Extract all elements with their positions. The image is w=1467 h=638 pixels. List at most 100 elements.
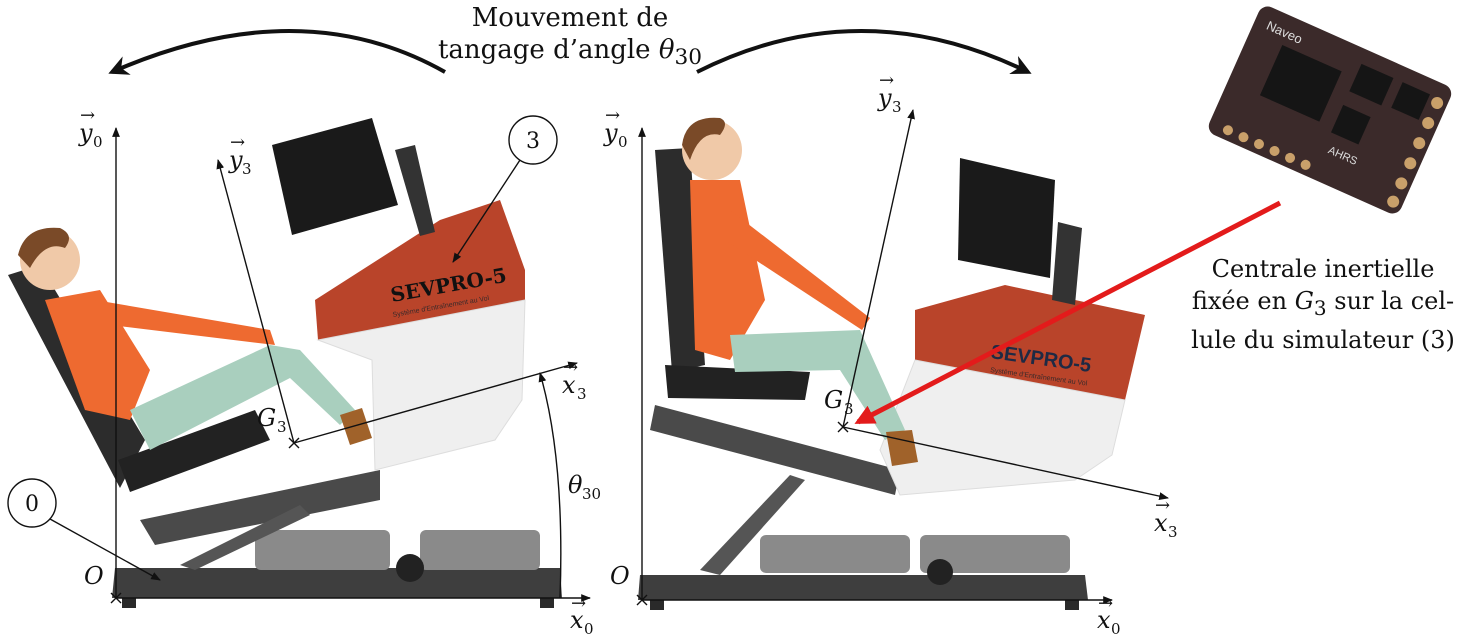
motion-title-sub: 30: [674, 45, 703, 71]
part-0-circle: [7, 478, 57, 528]
left-person-hair: [18, 227, 69, 268]
imu-caption-var: G: [1294, 287, 1314, 315]
motion-title-symbol: θ: [658, 35, 675, 65]
imu-main-ic: [1259, 44, 1342, 122]
right-seat-base: [665, 365, 810, 400]
right-base-foot-1: [650, 600, 664, 610]
right-G3-mark: [837, 421, 849, 433]
left-label-x0: x: [570, 606, 584, 634]
left-label-x3-sub: 3: [577, 385, 587, 403]
left-label-y0-sub: 0: [93, 133, 103, 151]
right-actuator-1: [760, 535, 910, 573]
right-label-y0: y: [603, 119, 618, 147]
imu-ic-4: [1331, 104, 1371, 145]
left-label-x3-arrow: →: [563, 357, 578, 378]
left-screen-arm: [395, 145, 435, 236]
left-label-angle: θ: [568, 471, 583, 499]
right-base-plate: [638, 575, 1088, 600]
left-label-x0-sub: 0: [584, 620, 594, 638]
right-screen-arm: [1052, 222, 1082, 305]
left-person-torso: [45, 290, 150, 420]
right-person-hair: [682, 117, 725, 160]
left-label-G3-sub: 3: [277, 418, 287, 436]
imu-pads-bottom: [1222, 125, 1311, 170]
motion-title: Mouvement de tangage d’angle θ30: [420, 2, 720, 74]
right-person-legs: [730, 330, 905, 440]
left-label-y0: y: [78, 119, 93, 147]
right-wheel: [927, 559, 953, 585]
imu-caption-line2-post: sur la cel-: [1334, 287, 1455, 315]
right-origin-mark: [636, 594, 648, 606]
imu-ic-2: [1349, 63, 1394, 106]
right-axes: [636, 109, 1169, 606]
imu-caption-line3: lule du simulateur (3): [1191, 325, 1455, 354]
part-3-label: 3: [526, 129, 540, 154]
left-label-x3: x: [562, 371, 576, 399]
left-frame: [140, 470, 380, 545]
right-label-x3-sub: 3: [1168, 523, 1178, 541]
imu-board: [1208, 6, 1452, 214]
right-label-G3-sub: 3: [844, 400, 854, 418]
left-label-y3: y: [228, 146, 243, 174]
right-labels: y 0 → x 0 → y 3 → x 3 → G 3 O: [603, 70, 1178, 638]
left-cabin-red: [315, 200, 525, 340]
motion-arrow-right: [696, 29, 1032, 74]
right-label-y3-arrow: →: [879, 70, 894, 91]
motion-title-line2: tangage d’angle: [437, 35, 651, 65]
motion-title-line1: Mouvement de: [471, 3, 669, 33]
right-label-x3-arrow: →: [1155, 495, 1170, 516]
left-label-origin: O: [84, 562, 104, 590]
right-base-foot-2: [1065, 600, 1079, 610]
right-y3-axis: [842, 109, 915, 428]
right-label-G3: G: [824, 386, 843, 414]
left-origin-mark: [110, 592, 122, 604]
left-actuator-2: [420, 530, 540, 570]
right-screen: [958, 158, 1055, 278]
left-label-y3-sub: 3: [242, 160, 252, 178]
left-simulator: SEVPRO-5 Système d'Entraînement au Vol: [8, 118, 562, 608]
left-axes: [110, 127, 591, 604]
imu-chip: Naveo AHRS: [1208, 6, 1452, 214]
right-label-x0-sub: 0: [1111, 620, 1121, 638]
left-person-arm: [95, 300, 275, 345]
right-person-arm: [725, 210, 870, 330]
left-actuator-1: [255, 530, 390, 570]
left-label-y0-arrow: →: [80, 105, 95, 126]
right-person-torso: [690, 180, 765, 360]
imu-pointer-arrow: [854, 200, 1282, 425]
left-part-0-callout: 0: [7, 478, 161, 581]
right-simulator: SEVPRO-5 Système d'Entraînement au Vol: [638, 117, 1145, 610]
imu-caption-line2-pre: fixée en: [1191, 287, 1288, 315]
left-person-shoe: [340, 408, 372, 445]
right-label-origin: O: [610, 562, 630, 590]
left-base-foot-1: [122, 598, 136, 608]
left-labels: y 0 → x 0 → y 3 → x 3 → G 3 O θ 30: [78, 105, 601, 638]
right-x3-axis: [842, 426, 1169, 500]
left-label-x0-arrow: →: [571, 593, 586, 614]
left-base-foot-2: [540, 598, 554, 608]
right-label-y3: y: [877, 84, 892, 112]
left-label-G3: G: [257, 404, 276, 432]
left-angle-arc: [538, 372, 562, 599]
motion-arrow-left: [108, 29, 446, 75]
right-actuator-2: [920, 535, 1070, 573]
right-person-shoe: [886, 430, 918, 466]
left-G3-mark: [288, 437, 300, 449]
left-part-3-callout: 3: [452, 115, 558, 263]
imu-caption: Centrale inertielle fixée en G3 sur la c…: [1178, 253, 1467, 356]
right-cabin-red: [915, 285, 1145, 400]
imu-pads-right: [1387, 96, 1444, 208]
right-cabin-white: [879, 359, 1126, 496]
right-label-y0-arrow: →: [605, 105, 620, 126]
left-y3-axis: [216, 159, 295, 444]
left-person-legs: [130, 345, 355, 450]
left-label-angle-sub: 30: [582, 485, 601, 503]
part-0-label: 0: [25, 492, 39, 517]
left-screen: [272, 118, 398, 235]
right-strut: [700, 475, 805, 575]
left-seat-base: [118, 410, 270, 492]
part-3-circle: [508, 115, 558, 165]
right-label-y3-sub: 3: [892, 98, 902, 116]
part-3-leader: [452, 159, 521, 263]
